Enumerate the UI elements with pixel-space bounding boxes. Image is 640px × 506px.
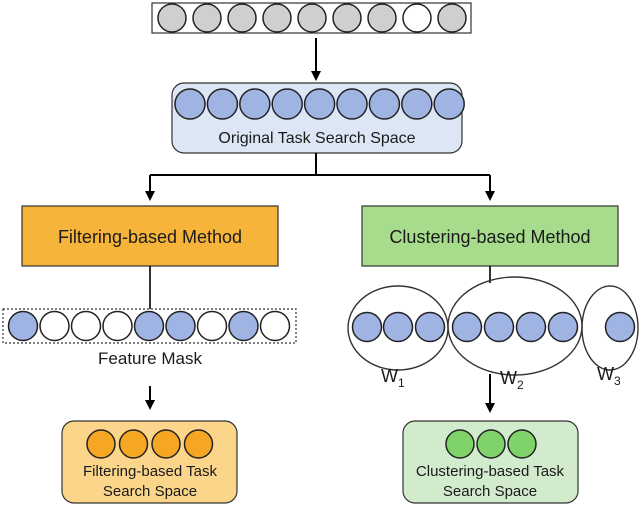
cluster-w2-node-3 [515, 311, 547, 343]
filtering-result-node-1 [86, 429, 116, 459]
filtering-result-node-3 [151, 429, 181, 459]
original-search-space-label: Original Task Search Space [218, 130, 415, 147]
cluster-w2-node-2 [483, 311, 515, 343]
mask-node-8 [228, 310, 259, 342]
mask-node-1 [7, 310, 39, 342]
mask-node-9 [259, 310, 291, 342]
input-node-9 [437, 3, 467, 33]
input-node-4 [262, 3, 292, 33]
mask-node-3 [70, 310, 102, 342]
feature-mask-nodes [7, 310, 291, 342]
filtering-result-nodes [86, 429, 214, 459]
original-search-space-nodes [174, 88, 465, 120]
original-node-1 [174, 88, 206, 120]
clustering-result-label-line1: Clustering-based Task [416, 463, 565, 480]
mask-node-6 [165, 310, 196, 342]
filtering-result-label-line2: Search Space [103, 483, 197, 500]
mask-node-2 [39, 310, 70, 342]
clustering-result-node-2 [476, 429, 506, 459]
filtering-result-node-4 [183, 429, 214, 459]
filtering-method-box [21, 205, 279, 267]
mask-node-4 [102, 310, 133, 342]
mask-node-5 [133, 310, 165, 342]
original-node-8 [401, 88, 433, 120]
input-node-3 [227, 3, 257, 33]
input-node-1 [157, 3, 187, 33]
clustering-result-node-3 [507, 429, 537, 459]
cluster-w2-label: W2 [500, 368, 524, 392]
cluster-w1-node-2 [382, 311, 414, 343]
cluster-nodes [351, 311, 636, 343]
cluster-w1-node-3 [414, 311, 446, 343]
cluster-w3-node-1 [604, 311, 636, 343]
input-node-7 [367, 3, 397, 33]
clustering-method-box [361, 205, 619, 267]
clustering-result-node-1 [445, 429, 475, 459]
cluster-w3-label: W3 [597, 364, 621, 388]
original-node-7 [368, 88, 401, 120]
original-node-6 [336, 88, 368, 120]
clustering-method-label: Clustering-based Method [389, 227, 590, 247]
cluster-w2-node-1 [451, 311, 483, 343]
cluster-w1-node-1 [351, 311, 383, 343]
input-node-2 [192, 3, 222, 33]
input-node-5 [297, 3, 327, 33]
original-node-3 [239, 88, 271, 120]
filtering-result-label-line1: Filtering-based Task [83, 463, 217, 480]
original-node-5 [303, 88, 336, 120]
input-row-nodes [157, 3, 467, 33]
mask-node-7 [196, 310, 228, 342]
feature-mask-label: Feature Mask [98, 349, 202, 368]
original-node-2 [206, 88, 239, 120]
original-node-9 [433, 88, 465, 120]
cluster-w3-ellipse [581, 285, 639, 371]
original-node-4 [271, 88, 303, 120]
clustering-result-nodes [445, 429, 537, 459]
input-node-8 [402, 3, 432, 33]
filtering-result-node-2 [118, 429, 149, 459]
cluster-w1-label: W1 [381, 366, 405, 390]
filtering-method-label: Filtering-based Method [58, 227, 242, 247]
cluster-w2-node-4 [547, 311, 579, 343]
input-node-6 [332, 3, 362, 33]
clustering-result-label-line2: Search Space [443, 483, 537, 500]
